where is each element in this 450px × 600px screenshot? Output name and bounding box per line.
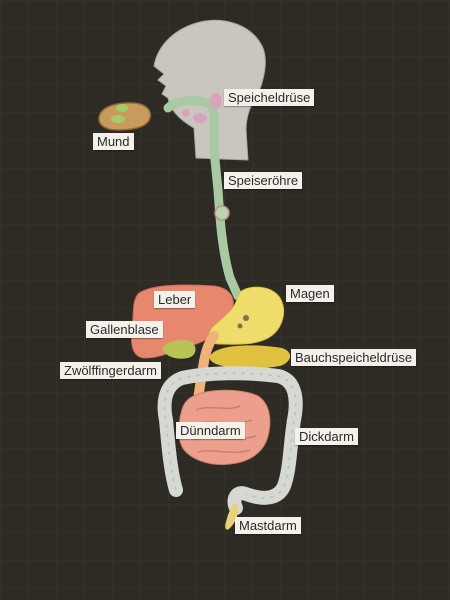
label-duenndarm: Dünndarm [176,422,245,439]
esophagus-constriction [214,205,230,221]
label-speiseroehre: Speiseröhre [224,172,303,189]
head-silhouette [153,19,266,161]
label-gallenblase: Gallenblase [86,321,163,338]
esophagus-tube [163,96,243,301]
salivary-gland [210,93,222,109]
label-zwoelffingerdarm: Zwölffingerdarm [60,362,161,379]
salivary-gland [182,109,190,117]
salivary-gland [193,113,207,123]
gallbladder [162,340,196,359]
bread-topping [111,115,125,123]
stomach-contents [243,315,249,321]
label-speicheldruese: Speicheldrüse [224,89,315,106]
label-leber: Leber [154,291,196,308]
stomach-contents [237,323,243,329]
large-intestine-haustra [163,372,297,499]
label-mund: Mund [93,133,134,150]
label-bauchspeicheldruese: Bauchspeicheldrüse [291,349,417,366]
pancreas [209,345,291,369]
label-mastdarm: Mastdarm [235,517,301,534]
label-magen: Magen [286,285,334,302]
bread-slice [98,102,152,131]
rectum [225,502,238,530]
label-dickdarm: Dickdarm [295,428,358,445]
bread-topping [116,104,128,112]
